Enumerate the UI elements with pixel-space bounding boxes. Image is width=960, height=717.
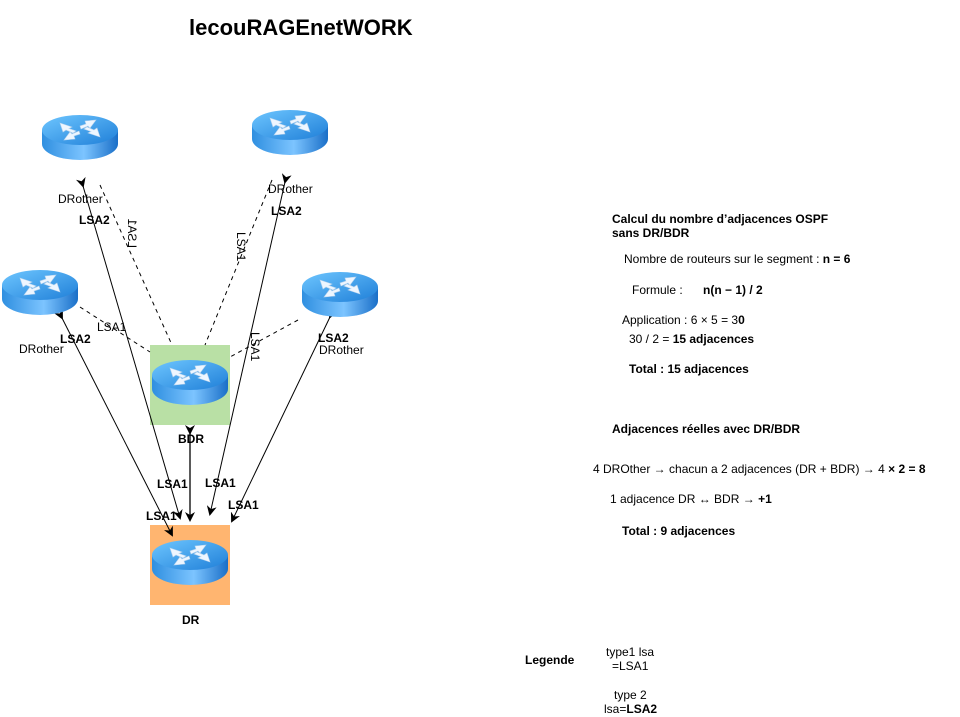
legend-type2-line1: type 2 <box>614 688 647 702</box>
real-line1-text: 4 DROther → chacun a 2 adjacences (DR + … <box>593 462 889 476</box>
calc-division: 30 / 2 = 15 adjacences <box>629 332 754 346</box>
calc-routers-text: Nombre de routeurs sur le segment : <box>624 252 823 266</box>
drother-mid-left-lsa2-label: LSA2 <box>60 332 91 346</box>
real-line2-text: 1 adjacence DR ↔ BDR → <box>610 492 759 506</box>
edge-label-ml-dr: LSA1 <box>146 509 177 523</box>
calc-routers-value: n = 6 <box>822 252 851 266</box>
legend-title: Legende <box>525 653 575 667</box>
calc-heading-line1: Calcul du nombre d’adjacences OSPF <box>612 212 829 226</box>
bdr-label: BDR <box>178 432 204 446</box>
calc-formula-label: Formule : <box>632 283 683 297</box>
legend-type2-line2: lsa=LSA2 <box>604 702 657 716</box>
real-line2: 1 adjacence DR ↔ BDR → +1 <box>610 492 772 506</box>
edge-mr-bdr-dashed <box>229 319 299 358</box>
edge-label-tl-dashed: LSA1 <box>125 218 139 248</box>
legend-type2-bold: LSA2 <box>626 702 658 716</box>
legend-type2-text: lsa= <box>604 702 627 716</box>
router-icon-bdr[interactable] <box>150 358 230 408</box>
calc-application: Application : 6 × 5 = 30 <box>622 313 745 327</box>
page-title: lecouRAGEnetWORK <box>189 15 413 40</box>
router-icon-drother-top-left[interactable] <box>40 113 120 163</box>
legend-type1-line1: type1 lsa <box>606 645 655 659</box>
router-icon-drother-mid-right[interactable] <box>300 270 380 320</box>
drother-mid-left-label: DRother <box>19 342 64 356</box>
calc-application-text: Application : 6 × 5 = 3 <box>622 313 739 327</box>
real-line2-bold: +1 <box>758 492 772 506</box>
edge-label-tr-dashed: LSA1 <box>234 232 248 262</box>
router-icon-drother-mid-left[interactable] <box>0 268 80 318</box>
drother-top-right-lsa2-label: LSA2 <box>271 204 302 218</box>
calc-heading-line2: sans DR/BDR <box>612 226 690 240</box>
drother-mid-right-lsa2-label: LSA2 <box>318 331 349 345</box>
edge-mr-dr <box>230 307 338 523</box>
edge-tr-bdr-dashed <box>204 179 273 346</box>
edge-ml-dr <box>53 308 173 537</box>
real-line1-bold: × 2 = 8 <box>888 462 926 476</box>
drother-top-right-label: DRother <box>268 182 313 196</box>
calc-total: Total : 15 adjacences <box>629 362 749 376</box>
legend-type1-line2: =LSA1 <box>612 659 649 673</box>
calc-routers-count: Nombre de routeurs sur le segment : n = … <box>624 252 850 266</box>
real-total: Total : 9 adjacences <box>622 524 736 538</box>
drother-top-left-lsa2-label: LSA2 <box>79 213 110 227</box>
calc-application-bold: 0 <box>738 313 745 327</box>
real-heading: Adjacences réelles avec DR/BDR <box>612 422 801 436</box>
edge-label-tr-dr: LSA1 <box>205 476 236 490</box>
edge-label-mr-dr: LSA1 <box>228 498 259 512</box>
real-line1: 4 DROther → chacun a 2 adjacences (DR + … <box>593 462 926 476</box>
calc-division-text: 30 / 2 = <box>629 332 673 346</box>
edge-label-ml-dashed: LSA1 <box>97 320 127 334</box>
drother-top-left-label: DRother <box>58 192 103 206</box>
edge-label-tl-dr: LSA1 <box>157 477 188 491</box>
drother-mid-right-label: DRother <box>319 343 364 357</box>
edge-label-mr-dashed: LSA1 <box>248 332 262 362</box>
calc-division-bold: 15 adjacences <box>672 332 755 346</box>
calc-formula-value: n(n − 1) / 2 <box>703 283 763 297</box>
dr-label: DR <box>182 613 200 627</box>
router-icon-drother-top-right[interactable] <box>250 108 330 158</box>
router-icon-dr[interactable] <box>150 538 230 588</box>
